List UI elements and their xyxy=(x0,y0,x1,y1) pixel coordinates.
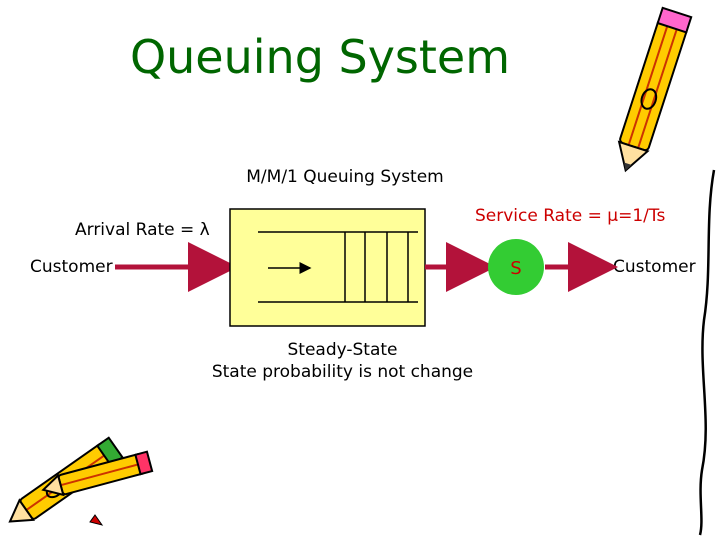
diagram-subtitle: M/M/1 Queuing System xyxy=(246,167,444,187)
customer-in-label: Customer xyxy=(30,257,113,277)
decorative-squiggle xyxy=(698,169,716,536)
server-circle xyxy=(488,239,544,295)
pencil-icon-top-right xyxy=(617,6,693,173)
pencils-icon-bottom-left xyxy=(8,436,154,526)
customer-out-label: Customer xyxy=(613,257,696,277)
steady-state-description: State probability is not change xyxy=(211,362,474,382)
queue-box xyxy=(229,208,426,327)
slide-title: Queuing System xyxy=(129,30,511,84)
service-rate-label: Service Rate = μ=1/Ts xyxy=(475,206,666,226)
steady-state-title: Steady-State xyxy=(287,340,398,360)
server-label: S xyxy=(510,258,521,279)
arrival-rate-label: Arrival Rate = λ xyxy=(75,220,210,240)
